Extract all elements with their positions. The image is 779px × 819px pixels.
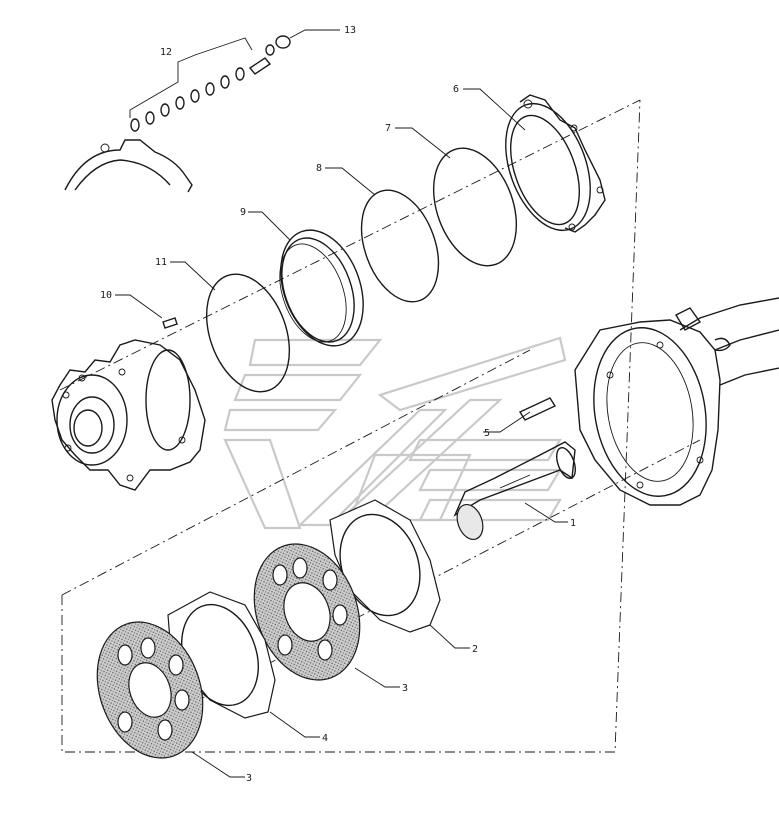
label-9: 9 (240, 207, 246, 218)
label-2: 2 (472, 644, 478, 655)
label-1: 1 (570, 518, 576, 529)
part-12-shims (130, 57, 272, 132)
label-12: 12 (160, 47, 172, 58)
part-10-pin (162, 317, 178, 329)
part-6-cover (505, 94, 606, 233)
watermark-logo (223, 336, 567, 530)
axle-housing (574, 297, 779, 506)
label-10: 10 (100, 290, 112, 301)
part-13-oring (265, 35, 291, 56)
part-3-friction-disc-upper (253, 543, 361, 681)
part-9-piston (279, 229, 364, 347)
label-6: 6 (453, 84, 459, 95)
wheel-hub (51, 339, 206, 491)
part-1-shaft (453, 441, 576, 541)
label-4: 4 (322, 733, 328, 744)
label-8: 8 (316, 163, 322, 174)
partial-housing-top (64, 139, 193, 193)
part-3-friction-disc-lower (96, 621, 204, 759)
part-7-ring (432, 147, 518, 267)
label-13: 13 (344, 25, 356, 36)
leader-lines (115, 29, 568, 778)
label-3-upper: 3 (402, 683, 408, 694)
part-11-ring (205, 273, 291, 393)
label-5: 5 (484, 428, 490, 439)
label-7: 7 (385, 123, 391, 134)
label-3-lower: 3 (246, 773, 252, 784)
part-8-ring (360, 189, 440, 303)
part-5-dowel (518, 397, 557, 421)
label-11: 11 (155, 257, 167, 268)
